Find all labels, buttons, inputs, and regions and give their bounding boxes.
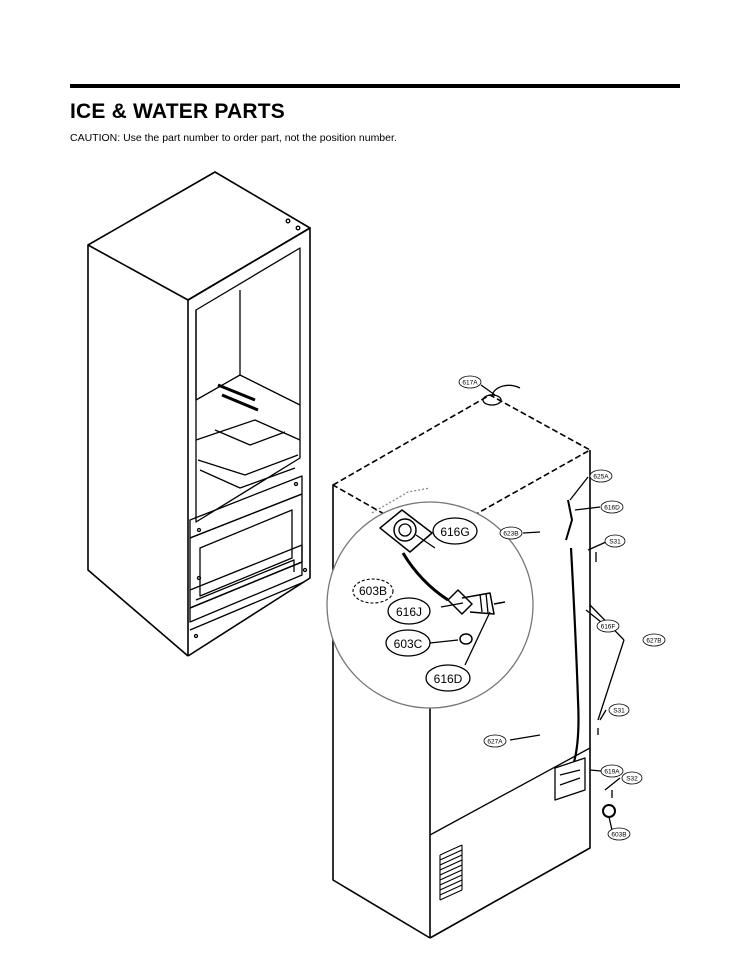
svg-text:603B: 603B (611, 832, 626, 839)
callout-627A: 627A (483, 734, 507, 748)
callout-S31-upper: S31 (604, 534, 626, 548)
svg-text:623B: 623B (503, 531, 518, 538)
svg-text:617A: 617A (462, 380, 478, 387)
svg-text:S31: S31 (613, 708, 625, 715)
svg-text:627A: 627A (487, 739, 503, 746)
svg-text:603C: 603C (394, 637, 423, 651)
callout-S32: S32 (621, 771, 643, 785)
callout-616F: 616F (596, 619, 620, 633)
callout-603B-small: 603B (607, 827, 631, 841)
svg-text:625A: 625A (593, 474, 609, 481)
svg-text:627B: 627B (646, 638, 661, 645)
callout-603B: 603B (352, 578, 394, 604)
svg-text:S31: S31 (609, 539, 621, 546)
callout-616D: 616D (600, 500, 624, 514)
svg-text:616F: 616F (601, 624, 616, 631)
page-title: ICE & WATER PARTS (70, 100, 285, 123)
svg-text:603B: 603B (359, 584, 387, 598)
callout-616D-detail: 616D (425, 664, 471, 692)
callout-617A: 617A (458, 375, 482, 389)
callout-S31-lower: S31 (608, 703, 630, 717)
svg-text:616J: 616J (396, 605, 422, 619)
caution-note: CAUTION: Use the part number to order pa… (70, 132, 397, 144)
callout-627B: 627B (642, 633, 666, 647)
svg-text:616D: 616D (604, 505, 620, 512)
svg-text:619A: 619A (604, 769, 620, 776)
callout-603C: 603C (385, 629, 431, 657)
svg-text:616G: 616G (440, 525, 469, 539)
svg-text:616D: 616D (434, 672, 463, 686)
svg-text:S32: S32 (626, 776, 638, 783)
header-rule (70, 84, 680, 88)
callout-623B: 623B (499, 526, 523, 540)
cabinet-front-view (87, 171, 311, 657)
callout-616G: 616G (432, 517, 478, 545)
callout-625A: 625A (589, 469, 613, 483)
callout-619A: 619A (600, 764, 624, 778)
callout-616J: 616J (387, 597, 431, 625)
